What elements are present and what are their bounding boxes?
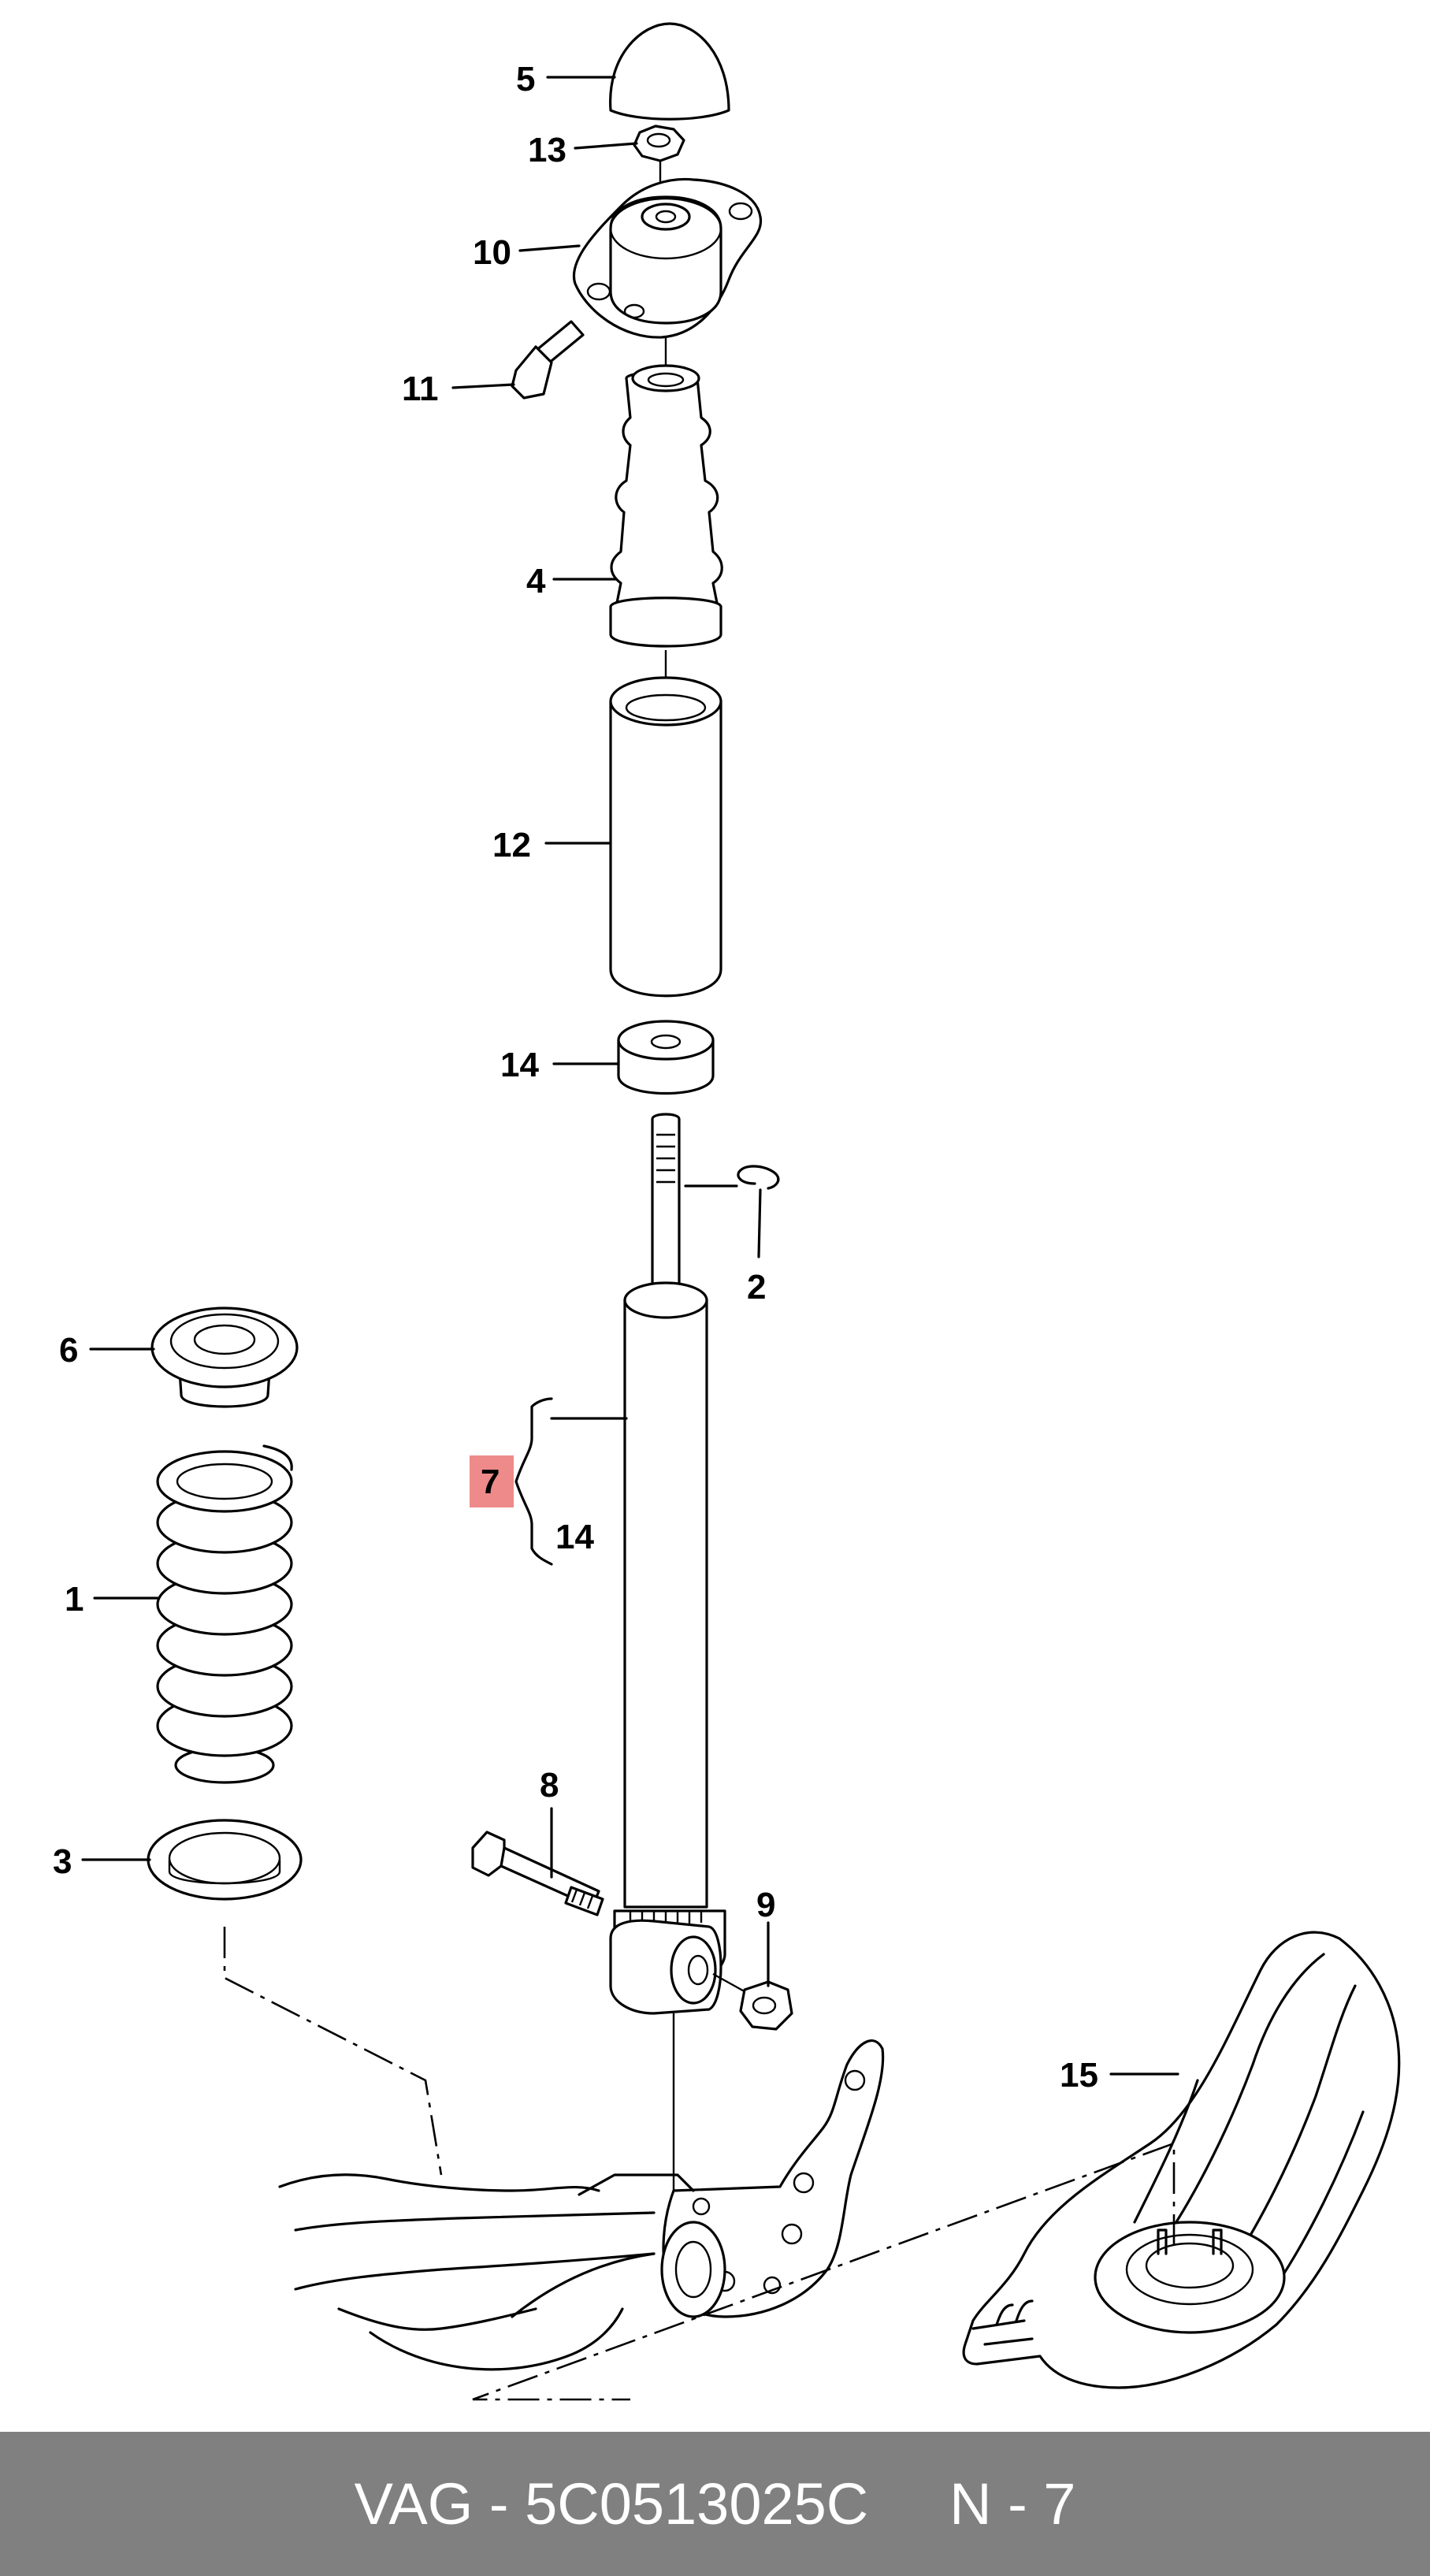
callout-15: 15 [1060,2056,1098,2095]
part-13-nut [633,125,685,193]
part-5-dust-cap [609,22,730,121]
part-10-strut-mount [572,177,763,370]
callout-10: 10 [473,233,511,272]
footer-page-ref: N - 7 [949,2471,1076,2537]
part-15-heat-shield [962,1931,1401,2389]
callout-14-top: 14 [500,1046,539,1084]
part-6-spring-seat [150,1307,299,1408]
part-8-mounting-bolt [471,1831,604,1916]
callout-1: 1 [65,1580,84,1619]
footer-spacer [868,2470,949,2537]
callout-6: 6 [59,1331,78,1370]
part-14-spacer [617,1020,715,1095]
callout-14-bottom: 14 [555,1518,594,1556]
callout-7: 7 [481,1463,500,1501]
rear-axle-subframe [278,2039,885,2371]
callout-4: 4 [526,562,546,600]
highlight-box [470,1455,514,1507]
callout-2: 2 [747,1268,766,1307]
callout-labels: 5 13 10 11 4 12 14 2 6 7 14 1 8 3 9 15 [53,60,1098,2095]
footer-part-number: 5C0513025C [525,2471,869,2537]
leader-lines [81,76,1179,2076]
part-1-coil-spring [156,1444,293,1784]
callout-13: 13 [528,131,566,169]
assembly-lines [223,1927,1176,2401]
part-9-nut [712,1972,793,2031]
callout-9: 9 [756,1886,775,1924]
part-2-circlip [737,1165,780,1190]
callout-8: 8 [540,1766,559,1805]
footer-brand: VAG [354,2471,474,2537]
callout-3: 3 [53,1842,72,1881]
footer-bar: VAG - 5C0513025C N - 7 [0,2432,1430,2576]
footer-separator: - [473,2471,526,2537]
callout-11: 11 [402,370,439,408]
callout-12: 12 [492,826,531,864]
part-4-bump-stop [609,364,723,690]
exploded-parts-diagram: 5 13 10 11 4 12 14 2 6 7 14 1 8 3 9 15 [53,22,1401,2401]
part-12-protective-tube [609,676,722,998]
part-7-shock-absorber [609,1113,726,2191]
callout-5: 5 [516,60,535,99]
part-11-bolt [511,320,585,400]
part-3-spring-pad [147,1819,303,1901]
